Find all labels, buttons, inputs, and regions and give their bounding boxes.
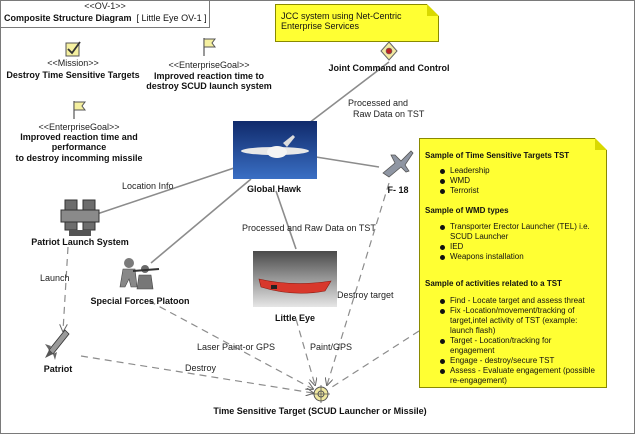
- connector-littleeye-paint[interactable]: [295, 318, 315, 385]
- tst-label: Time Sensitive Target (SCUD Launcher or …: [213, 406, 427, 416]
- location-info-label: Location Info: [122, 181, 174, 191]
- diagram-title-text: Composite Structure Diagram: [4, 13, 132, 23]
- processed-raw-label-line1: Processed and: [348, 98, 409, 108]
- connector-note-tst[interactable]: [328, 330, 420, 390]
- launch-label: Launch: [40, 273, 70, 283]
- list-item: IED: [440, 242, 598, 252]
- patriot-launch-label: Patriot Launch System: [31, 237, 129, 247]
- global-hawk-image-icon[interactable]: [233, 121, 317, 179]
- list-item: Assess - Evaluate engagement (possible r…: [440, 366, 598, 386]
- connector-globalhawk-sof[interactable]: [150, 178, 252, 264]
- sof-label: Special Forces Platoon: [90, 296, 190, 306]
- mission-name: Destroy Time Sensitive Targets: [6, 70, 140, 80]
- goal2-line1: Improved reaction time and: [20, 132, 138, 142]
- goal1-line1: Improved reaction time to: [153, 71, 265, 81]
- note-fold-icon: [595, 138, 607, 150]
- goal-flag-icon: [203, 38, 216, 56]
- jcc-label: Joint Command and Control: [328, 63, 450, 73]
- diagram-subtitle: [ Little Eye OV-1 ]: [136, 13, 207, 23]
- list-item: Engage - destroy/secure TST: [440, 356, 598, 366]
- diagram-kind: <<OV-1>>: [84, 1, 126, 11]
- note-section-title-activities: Sample of activities related to a TST: [425, 279, 562, 288]
- mission-stereotype: <<Mission>>: [47, 58, 99, 68]
- list-item: Leadership: [440, 166, 598, 176]
- note-list-activities: Find - Locate target and assess threat F…: [440, 296, 598, 386]
- destroy-label: Destroy: [185, 363, 217, 373]
- target-crosshair-icon[interactable]: [311, 384, 331, 404]
- note-section-title-tst: Sample of Time Sensitive Targets TST: [425, 151, 570, 160]
- diagram-title: Composite Structure Diagram [ Little Eye…: [4, 13, 207, 23]
- goal1-line2: destroy SCUD launch system: [146, 81, 272, 91]
- note-section-title-wmd: Sample of WMD types: [425, 206, 509, 215]
- connector-globalhawk-f18[interactable]: [315, 156, 380, 168]
- connector-globalhawk-littleeye[interactable]: [275, 190, 297, 250]
- connector-patriot-destroy[interactable]: [80, 355, 313, 393]
- processed-raw-label-line2: Raw Data on TST: [353, 109, 425, 119]
- note-fold-icon: [427, 4, 439, 16]
- node-diamond-icon[interactable]: [380, 41, 398, 61]
- goal2-stereotype: <<EnterpriseGoal>>: [38, 122, 120, 132]
- goal2-line3: to destroy incomming missile: [15, 153, 143, 163]
- goal1-stereotype: <<EnterpriseGoal>>: [168, 60, 250, 70]
- list-item: Fix -Location/movement/tracking of targe…: [440, 306, 598, 336]
- f18-jet-icon[interactable]: [379, 145, 415, 181]
- list-item: Transporter Erector Launcher (TEL) i.e. …: [440, 222, 598, 242]
- list-item: Terrorist: [440, 186, 598, 196]
- patriot-label: Patriot: [43, 364, 73, 374]
- global-hawk-label: Global Hawk: [246, 184, 301, 194]
- note-list-wmd: Transporter Erector Launcher (TEL) i.e. …: [440, 222, 598, 262]
- processed-raw-tst-label: Processed and Raw Data on TST: [242, 223, 376, 233]
- connector-globalhawk-patriotlaunch[interactable]: [96, 166, 238, 215]
- list-item: WMD: [440, 176, 598, 186]
- little-eye-image-icon[interactable]: [253, 251, 337, 307]
- mission-checkbox-icon: [65, 41, 81, 57]
- list-item: Target - Location/tracking for engagemen…: [440, 336, 598, 356]
- goal2-line2: performance: [51, 142, 107, 152]
- f18-label: F- 18: [387, 185, 409, 195]
- jcc-note: JCC system using Net-Centric Enterprise …: [275, 4, 439, 42]
- list-item: Weapons installation: [440, 252, 598, 262]
- patriot-missile-icon[interactable]: [43, 328, 71, 362]
- paint-gps-label: Paint/GPS: [310, 342, 353, 352]
- patriot-launcher-icon[interactable]: [59, 194, 101, 238]
- list-item: Find - Locate target and assess threat: [440, 296, 598, 306]
- special-forces-icon[interactable]: [117, 255, 161, 293]
- laser-paint-label: Laser Paint-or GPS: [197, 342, 276, 352]
- little-eye-label: Little Eye: [274, 313, 315, 323]
- jcc-note-text: JCC system using Net-Centric Enterprise …: [281, 11, 402, 31]
- note-list-tst: Leadership WMD Terrorist: [440, 166, 598, 196]
- connector-launch[interactable]: [63, 246, 69, 331]
- goal-flag-icon: [73, 101, 86, 119]
- diagram-frame-header: <<OV-1>> Composite Structure Diagram [ L…: [1, 1, 210, 28]
- destroy-target-label: Destroy target: [337, 290, 394, 300]
- connector-jcc-globalhawk[interactable]: [308, 61, 390, 124]
- tst-samples-note: Sample of Time Sensitive Targets TST Lea…: [419, 138, 607, 388]
